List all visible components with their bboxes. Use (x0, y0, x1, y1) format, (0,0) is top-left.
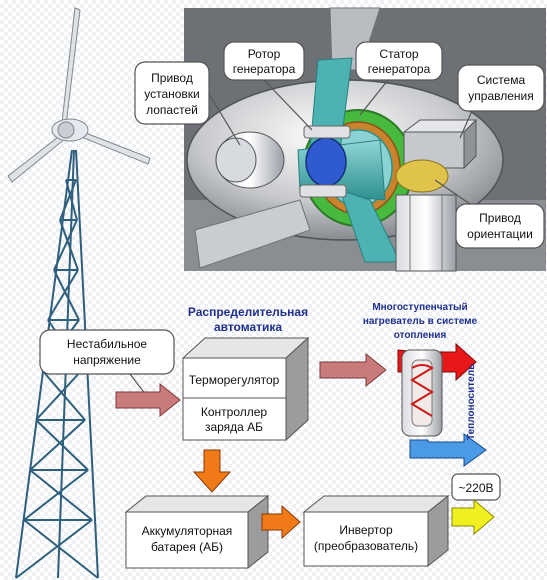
label-inverter-2: (преобразователь) (314, 539, 418, 553)
inverter-box-3d (302, 494, 450, 568)
label-blade-pitch-1: Привод (151, 71, 193, 85)
label-control-1: Система (477, 73, 526, 87)
automation-box-3d (181, 336, 310, 442)
label-automation-2: автоматика (214, 320, 282, 334)
output-callout (451, 473, 501, 501)
label-unstable-2: напряжение (73, 353, 141, 367)
label-heater-1: Многоступенчатый (372, 302, 467, 313)
label-controller-1: Контроллер (201, 405, 268, 419)
arrows (115, 352, 495, 540)
turbine-blades (7, 7, 151, 183)
label-battery-2: батарея (АБ) (151, 540, 223, 554)
label-battery-1: Аккумуляторная (142, 524, 233, 538)
label-heater-3: отопления (394, 330, 447, 341)
label-unstable-1: Нестабильное (67, 337, 148, 351)
battery-box-3d (124, 494, 270, 570)
label-yaw-1: Привод (479, 211, 521, 225)
label-controller-2: заряда АБ (205, 420, 263, 434)
heater-element (397, 342, 487, 467)
label-control-2: управления (468, 89, 533, 103)
label-blade-pitch-2: установки (144, 87, 200, 101)
label-stator-1: Статор (379, 47, 418, 61)
label-stator-2: генератора (368, 62, 431, 76)
callout-boxes (134, 41, 545, 249)
label-blade-pitch-3: лопастей (146, 103, 198, 117)
label-automation-1: Распределительная (188, 305, 308, 319)
label-yaw-2: ориентации (467, 227, 533, 241)
label-coolant: Теплоноситель (466, 364, 477, 440)
label-output: ~220В (458, 481, 493, 495)
label-rotor-1: Ротор (248, 47, 281, 61)
label-rotor-2: генератора (233, 62, 296, 76)
label-thermoregulator: Терморегулятор (189, 373, 280, 387)
label-inverter-1: Инвертор (339, 523, 393, 537)
label-heater-2: нагреватель в системе (363, 316, 478, 327)
lattice-tower (15, 149, 99, 579)
